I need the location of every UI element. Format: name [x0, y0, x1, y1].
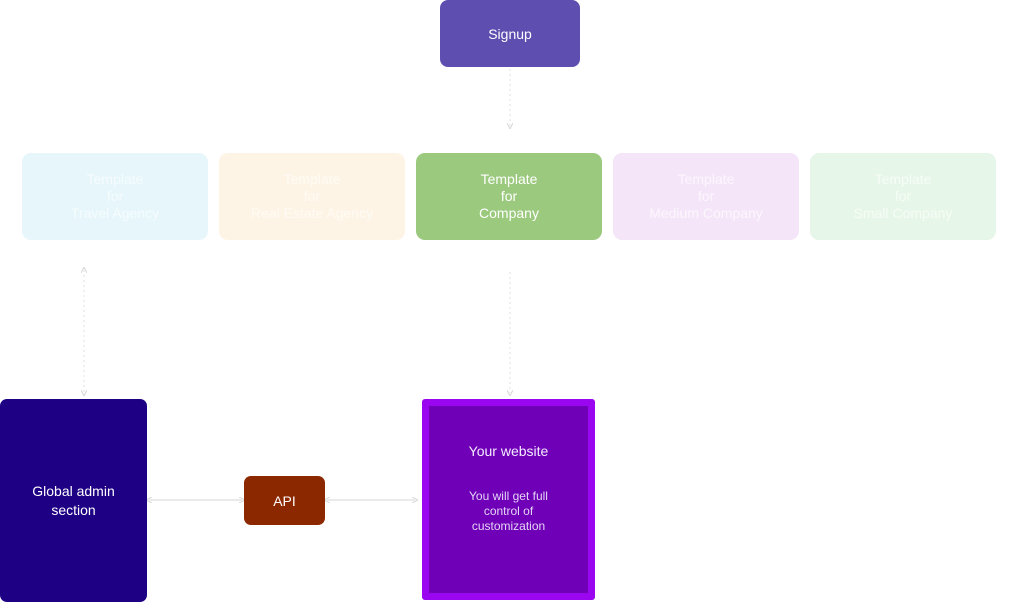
- template-line3: Company: [479, 205, 539, 221]
- template-line1: Template: [874, 171, 932, 187]
- website-title: Your website: [468, 443, 549, 459]
- template-line1: Template: [86, 171, 144, 187]
- website-inner-panel: Your website You will get full control o…: [429, 406, 588, 593]
- template-small-company[interactable]: Template for Small Company: [810, 153, 996, 240]
- template-line2: for: [303, 188, 321, 204]
- template-line2: for: [894, 188, 912, 204]
- template-line3: Medium Company: [649, 205, 763, 221]
- template-line1: Template: [283, 171, 341, 187]
- template-line1: Template: [480, 171, 538, 187]
- your-website-node[interactable]: Your website You will get full control o…: [422, 399, 595, 600]
- api-label: API: [273, 492, 296, 509]
- signup-label: Signup: [488, 25, 532, 42]
- template-line3: Small Company: [853, 205, 953, 221]
- template-company[interactable]: Template for Company: [416, 153, 602, 240]
- admin-line2: section: [51, 501, 96, 518]
- template-line2: for: [106, 188, 124, 204]
- template-travel-agency[interactable]: Template for Travel Agency: [22, 153, 208, 240]
- template-line2: for: [697, 188, 715, 204]
- template-line3: Travel Agency: [70, 205, 160, 221]
- global-admin-node[interactable]: Global admin section: [0, 399, 147, 602]
- template-line2: for: [500, 188, 518, 204]
- template-line1: Template: [677, 171, 735, 187]
- signup-node[interactable]: Signup: [440, 0, 580, 67]
- api-node[interactable]: API: [244, 476, 325, 525]
- admin-line1: Global admin: [32, 482, 115, 499]
- website-description: You will get full control of customizati…: [469, 489, 548, 533]
- template-real-estate-agency[interactable]: Template for Real Estate Agency: [219, 153, 405, 240]
- template-line3: Real Estate Agency: [250, 205, 374, 221]
- template-medium-company[interactable]: Template for Medium Company: [613, 153, 799, 240]
